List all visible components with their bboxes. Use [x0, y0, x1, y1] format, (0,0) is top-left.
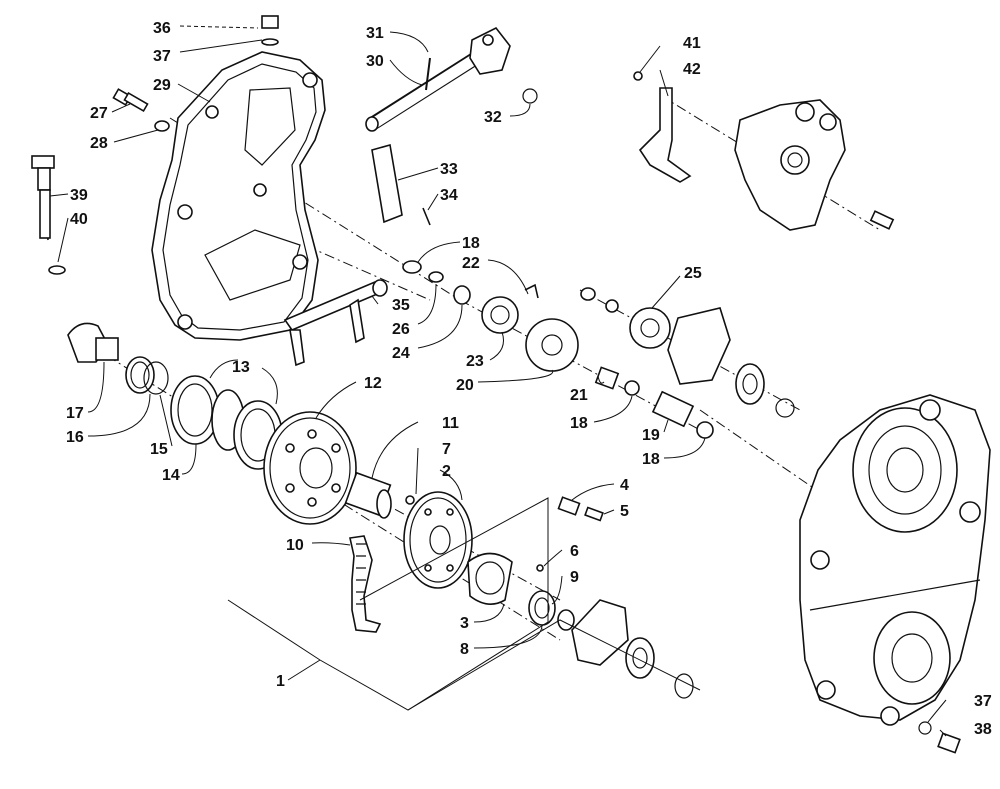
dipstick: [31, 155, 66, 275]
chaincase-cover: [151, 51, 326, 341]
cover-bolt: [112, 88, 170, 132]
callout-31: 31: [366, 25, 384, 42]
callout-12: 12: [364, 375, 382, 392]
reverse-gear-train: [402, 260, 795, 439]
callout-28: 28: [90, 135, 108, 152]
callout-13: 13: [232, 359, 250, 376]
bearing-stack: [67, 322, 283, 470]
callout-9: 9: [570, 569, 579, 586]
callout-23: 23: [466, 353, 484, 370]
callout-1: 1: [276, 673, 285, 690]
fill-plug: [261, 15, 279, 46]
callout-18-top: 18: [462, 235, 480, 252]
callout-37-bottom: 37: [974, 693, 992, 710]
callout-32: 32: [484, 109, 502, 126]
callout-41: 41: [683, 35, 701, 52]
callout-24: 24: [392, 345, 410, 362]
callout-10: 10: [286, 537, 304, 554]
callout-34: 34: [440, 187, 458, 204]
callout-29: 29: [153, 77, 171, 94]
callout-39: 39: [70, 187, 88, 204]
shift-shaft: [365, 26, 538, 132]
callout-36: 36: [153, 20, 171, 37]
callout-labels: 36 37 29 27 28 31 30 32 33 34 39 40 18 2…: [66, 20, 992, 738]
drain-bolt: [918, 721, 961, 754]
callout-21: 21: [570, 387, 588, 404]
tensioner-parts: [467, 496, 694, 699]
callout-3: 3: [460, 615, 469, 632]
callout-30: 30: [366, 53, 384, 70]
callout-18-right: 18: [642, 451, 660, 468]
leader-lines: [49, 25, 947, 737]
callout-37-top: 37: [153, 48, 171, 65]
spline-shaft: [344, 471, 392, 519]
callout-33: 33: [440, 161, 458, 178]
callout-11: 11: [442, 415, 459, 432]
caliper-housing: [734, 99, 895, 231]
callout-19: 19: [642, 427, 660, 444]
callout-7: 7: [442, 441, 451, 458]
callout-42: 42: [683, 61, 701, 78]
large-sprocket: [263, 411, 357, 525]
callout-6: 6: [570, 543, 579, 560]
callout-2: 2: [442, 463, 451, 480]
callout-26: 26: [392, 321, 410, 338]
callout-5: 5: [620, 503, 629, 520]
callout-8: 8: [460, 641, 469, 658]
callout-22: 22: [462, 255, 480, 272]
shim-plate: [371, 143, 431, 226]
callout-18-mid: 18: [570, 415, 588, 432]
callout-14: 14: [162, 467, 180, 484]
callout-15: 15: [150, 441, 168, 458]
drive-chain: [349, 535, 382, 633]
callout-17: 17: [66, 405, 84, 422]
callout-20: 20: [456, 377, 474, 394]
callout-40: 40: [70, 211, 88, 228]
callout-4: 4: [620, 477, 629, 494]
brake-bracket: [283, 279, 388, 367]
drive-sprocket: [403, 491, 473, 589]
gearcase-housing: [799, 394, 991, 726]
callout-16: 16: [66, 429, 84, 446]
callout-35: 35: [392, 297, 410, 314]
callout-38: 38: [974, 721, 992, 738]
callout-27: 27: [90, 105, 108, 122]
upper-bracket: [633, 71, 692, 183]
callout-25: 25: [684, 265, 702, 282]
